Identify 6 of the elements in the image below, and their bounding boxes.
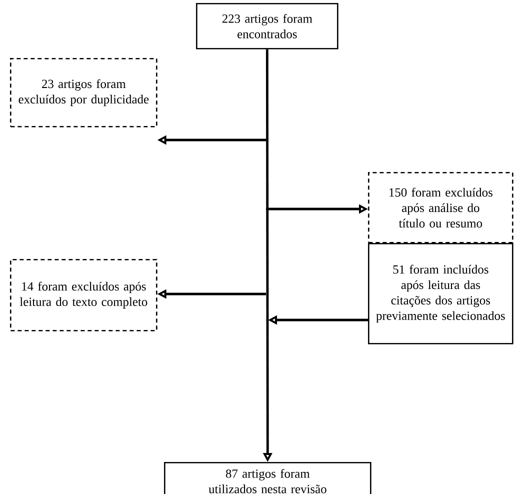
excluded-box: 14 foram excluídos após leitura do texto completo <box>10 259 158 332</box>
process-box: 223 artigos foram encontrados <box>196 3 338 50</box>
excluded-box: 23 artigos foram excluídos por duplicidade <box>10 58 158 128</box>
process-box: 87 artigos foram utilizados nesta revisão <box>164 462 372 494</box>
excluded-box: 150 foram excluídos após análise do título ou resumo <box>368 172 514 244</box>
process-box: 51 foram incluídos após leitura das citações dos artigos previamente selecionados <box>368 242 514 344</box>
